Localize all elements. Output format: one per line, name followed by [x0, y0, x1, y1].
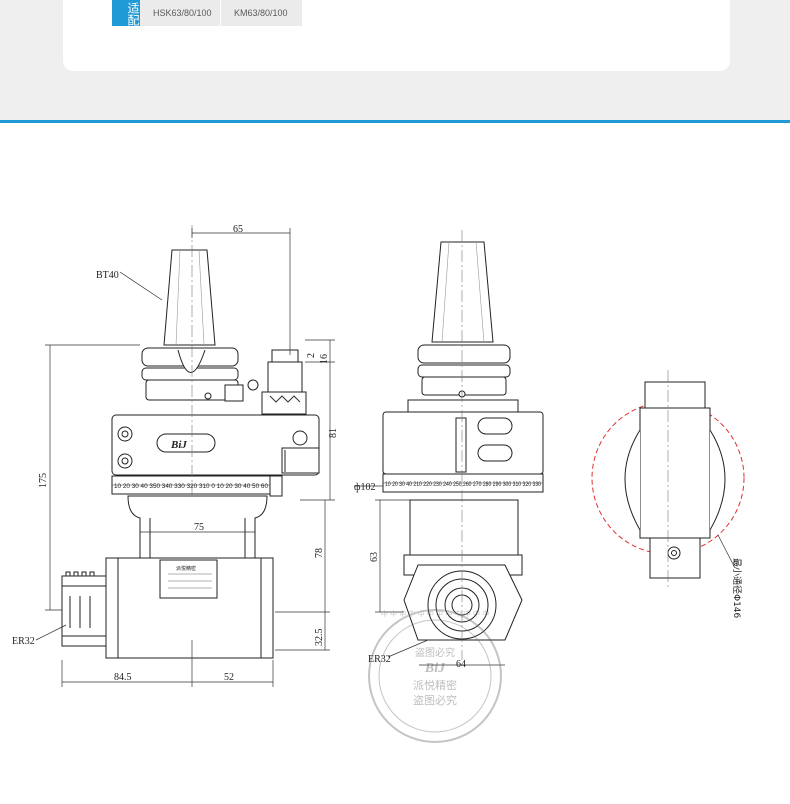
spec-card: 适配 HSK63/80/100 KM63/80/100 [63, 0, 730, 71]
er32-nut-left [61, 575, 107, 647]
dim-64: 64 [456, 659, 466, 670]
scale-ring-right-text: 10 20 30 40 210 220 230 240 250 260 270 … [385, 482, 542, 488]
dim-32-5: 32.5 [314, 629, 325, 647]
nameplate [159, 559, 218, 599]
dim-65: 65 [233, 224, 243, 235]
dim-78: 78 [314, 548, 325, 558]
watermark-logo: BiJ [424, 661, 446, 676]
dim-81: 81 [328, 428, 339, 438]
spec-cell-hsk: HSK63/80/100 [140, 0, 220, 26]
dim-175: 175 [38, 473, 49, 488]
right-dimensions [354, 485, 505, 666]
stop-block [271, 349, 299, 363]
bt40-taper [163, 249, 216, 346]
dim-84-5: 84.5 [114, 672, 132, 683]
min-diameter-note: 最小通径Φ146 [731, 558, 743, 619]
watermark-ring: 中 中 中 中 中 中 中 中 中 中 中 中 [381, 609, 489, 618]
watermark-line2: 盗图必究 [413, 693, 457, 707]
scale-ring-left-text: 10 20 30 40 350 340 330 320 310 0 10 20 … [114, 484, 269, 490]
main-housing [111, 414, 320, 476]
min-diameter-circle [591, 401, 745, 555]
watermark: 中 中 中 中 中 中 中 中 中 中 中 中 盗图必究 BiJ 派悦精密 盗图… [368, 609, 502, 743]
left-dimensions [35, 228, 335, 687]
dim-63: 63 [369, 552, 380, 562]
label-er32-right: ER32 [368, 654, 391, 665]
spec-tab: 适配 [112, 0, 140, 26]
label-er32-left: ER32 [12, 636, 35, 647]
brand-badge: BiJ [170, 439, 187, 451]
dim-75: 75 [194, 522, 204, 533]
dim-2: 2 [306, 353, 317, 358]
side-detail-view [591, 370, 745, 590]
section-divider [0, 120, 790, 123]
bt40-taper-front [431, 241, 494, 343]
left-view [61, 225, 320, 659]
label-bt40: BT40 [96, 270, 119, 281]
dim-phi102: ф102 [354, 482, 375, 493]
dim-16: 16 [319, 354, 330, 364]
dim-52: 52 [224, 672, 234, 683]
watermark-line1: 派悦精密 [413, 678, 457, 692]
right-view [382, 230, 544, 660]
watermark-top: 盗图必究 [415, 646, 455, 659]
spec-cell-km: KM63/80/100 [220, 0, 302, 26]
nameplate-title: 派悦精密 [176, 565, 196, 572]
